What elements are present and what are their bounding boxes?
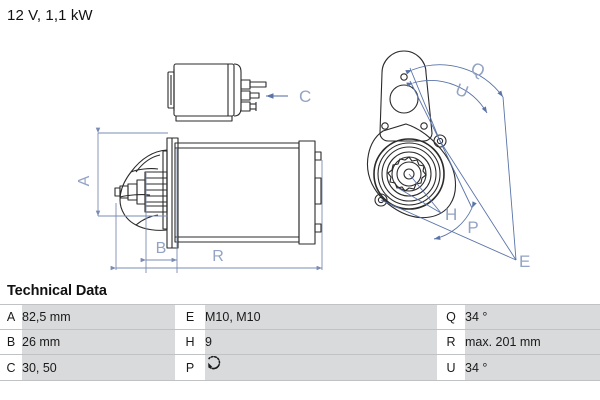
- spec-key-p: P: [175, 353, 205, 382]
- spec-value-e: M10, M10: [205, 304, 437, 330]
- spec-value-r: max. 201 mm: [465, 329, 600, 355]
- mounting-flange: [367, 123, 457, 219]
- angle-dimensions-qu: [405, 64, 517, 261]
- starter-motor-flange-end-view: [367, 50, 457, 219]
- dimension-label-a: A: [76, 175, 93, 186]
- drive-end-flange: [162, 137, 179, 249]
- spec-key-u: U: [437, 353, 465, 382]
- clockwise-rotation-icon: [205, 356, 222, 380]
- spec-value-c: 30, 50: [22, 353, 175, 382]
- technical-drawing-area: A B R C: [0, 28, 600, 280]
- spec-value-a: 82,5 mm: [22, 304, 175, 330]
- table-row: B 26 mm H 9 R max. 201 mm: [0, 329, 600, 355]
- dimension-label-c: C: [299, 87, 311, 106]
- spec-key-e: E: [175, 304, 205, 330]
- dimension-label-p: P: [467, 218, 478, 237]
- solenoid-terminals: [240, 79, 267, 112]
- dimension-label-r: R: [212, 248, 224, 265]
- spec-key-a: A: [0, 304, 22, 330]
- spec-key-r: R: [437, 329, 465, 355]
- motor-body: [174, 140, 322, 245]
- dimension-a: [95, 127, 168, 217]
- dimension-b: [140, 148, 178, 273]
- technical-data-table: A 82,5 mm E M10, M10 Q 34 ° B 26 mm H 9 …: [0, 304, 600, 382]
- dimension-r: [110, 160, 323, 271]
- starter-motor-side-view: [114, 63, 322, 249]
- dimension-label-b: B: [156, 240, 167, 257]
- spec-value-p: [205, 353, 437, 382]
- dimension-label-h: H: [445, 205, 457, 224]
- drive-housing: [119, 149, 168, 231]
- dimension-label-q: Q: [468, 59, 487, 81]
- technical-data-section: Technical Data A 82,5 mm E M10, M10 Q 34…: [0, 281, 600, 382]
- technical-data-heading: Technical Data: [7, 283, 107, 299]
- solenoid-end-plate: [379, 50, 433, 142]
- spec-key-b: B: [0, 329, 22, 355]
- spec-value-h: 9: [205, 329, 437, 355]
- spec-key-h: H: [175, 329, 205, 355]
- table-row: C 30, 50 P U 34 °: [0, 353, 600, 382]
- solenoid-body: [167, 63, 242, 122]
- pinion-bore-circles: [373, 138, 445, 210]
- angle-dimension-p: [380, 140, 517, 261]
- spec-key-c: C: [0, 353, 22, 382]
- spec-key-q: Q: [437, 304, 465, 330]
- page-title: 12 V, 1,1 kW: [7, 7, 93, 24]
- pinion-gear: [114, 171, 168, 213]
- spec-value-u: 34 °: [465, 353, 600, 382]
- spec-value-b: 26 mm: [22, 329, 175, 355]
- spec-value-q: 34 °: [465, 304, 600, 330]
- dimension-label-e: E: [519, 252, 530, 271]
- dimension-label-u: U: [453, 80, 471, 102]
- table-row: A 82,5 mm E M10, M10 Q 34 °: [0, 304, 600, 330]
